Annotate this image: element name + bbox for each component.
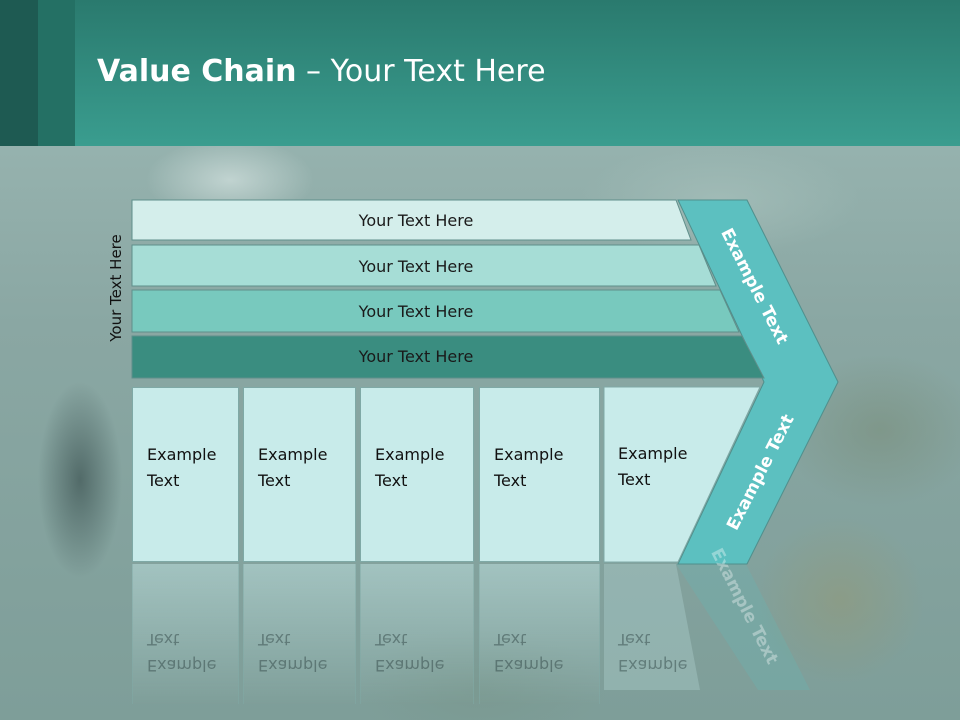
- cell-5: Example Text: [604, 387, 714, 562]
- cell-5-reflection-text-box: Example Text: [604, 564, 687, 704]
- cell-2-text: Example Text: [258, 442, 353, 494]
- cell-3-reflection: Example Text: [360, 564, 474, 704]
- cell-2-reflection-line2: Text: [258, 630, 291, 649]
- cell-4: Example Text: [479, 387, 600, 562]
- cell-3-line2: Text: [375, 471, 408, 490]
- cell-3-reflection-text: Example Text: [375, 626, 470, 678]
- cell-1-line1: Example: [147, 445, 217, 464]
- cell-3-line1: Example: [375, 445, 445, 464]
- cell-4-line2: Text: [494, 471, 527, 490]
- chevron-shape: [677, 199, 839, 565]
- cell-1-text: Example Text: [147, 442, 242, 494]
- bar-3: [131, 289, 740, 333]
- cell-5-reflection: [604, 564, 700, 690]
- cell-4-reflection-line1: Example: [494, 656, 564, 675]
- cell-5-reflection-text: Example Text: [618, 626, 713, 678]
- cell-5-reflection-line1: Example: [618, 656, 688, 675]
- cell-5-shape: [603, 386, 761, 563]
- cell-1-reflection-text: Example Text: [147, 626, 242, 678]
- bar-1-label: Your Text Here: [358, 211, 474, 230]
- header-accent-stripe: [38, 0, 75, 146]
- cell-1-reflection-line2: Text: [147, 630, 180, 649]
- cell-1-reflection-line1: Example: [147, 656, 217, 675]
- title-rest: – Your Text Here: [296, 54, 546, 89]
- cell-2: Example Text: [243, 387, 356, 562]
- cell-4-text: Example Text: [494, 442, 589, 494]
- cell-4-reflection-line2: Text: [494, 630, 527, 649]
- cell-4-reflection-text: Example Text: [494, 626, 589, 678]
- bar-1: [131, 199, 692, 241]
- cell-2-line2: Text: [258, 471, 291, 490]
- cell-2-reflection-text: Example Text: [258, 626, 353, 678]
- cell-3-reflection-line1: Example: [375, 656, 445, 675]
- cell-3: Example Text: [360, 387, 474, 562]
- slide-title: Value Chain – Your Text Here: [97, 54, 546, 89]
- cell-5-line2: Text: [618, 470, 651, 489]
- cell-2-reflection-line1: Example: [258, 656, 328, 675]
- cell-1-reflection: Example Text: [132, 564, 239, 704]
- cell-5-text: Example Text: [618, 441, 687, 493]
- cell-3-reflection-line2: Text: [375, 630, 408, 649]
- bar-2: [131, 244, 717, 287]
- bar-4-label: Your Text Here: [358, 347, 474, 366]
- bar-4: [131, 335, 765, 379]
- header-band: [0, 0, 960, 146]
- bar-3-label: Your Text Here: [358, 302, 474, 321]
- chevron-reflection: [676, 564, 810, 690]
- cell-2-reflection: Example Text: [243, 564, 356, 704]
- bar-2-label: Your Text Here: [358, 257, 474, 276]
- cell-4-line1: Example: [494, 445, 564, 464]
- cell-4-reflection: Example Text: [479, 564, 600, 704]
- header-accent-stripe: [0, 0, 38, 146]
- cell-5-line1: Example: [618, 444, 688, 463]
- cell-2-line1: Example: [258, 445, 328, 464]
- cell-1-line2: Text: [147, 471, 180, 490]
- title-bold: Value Chain: [97, 54, 297, 89]
- cell-5-reflection-line2: Text: [618, 630, 651, 649]
- cell-1: Example Text: [132, 387, 239, 562]
- cell-3-text: Example Text: [375, 442, 470, 494]
